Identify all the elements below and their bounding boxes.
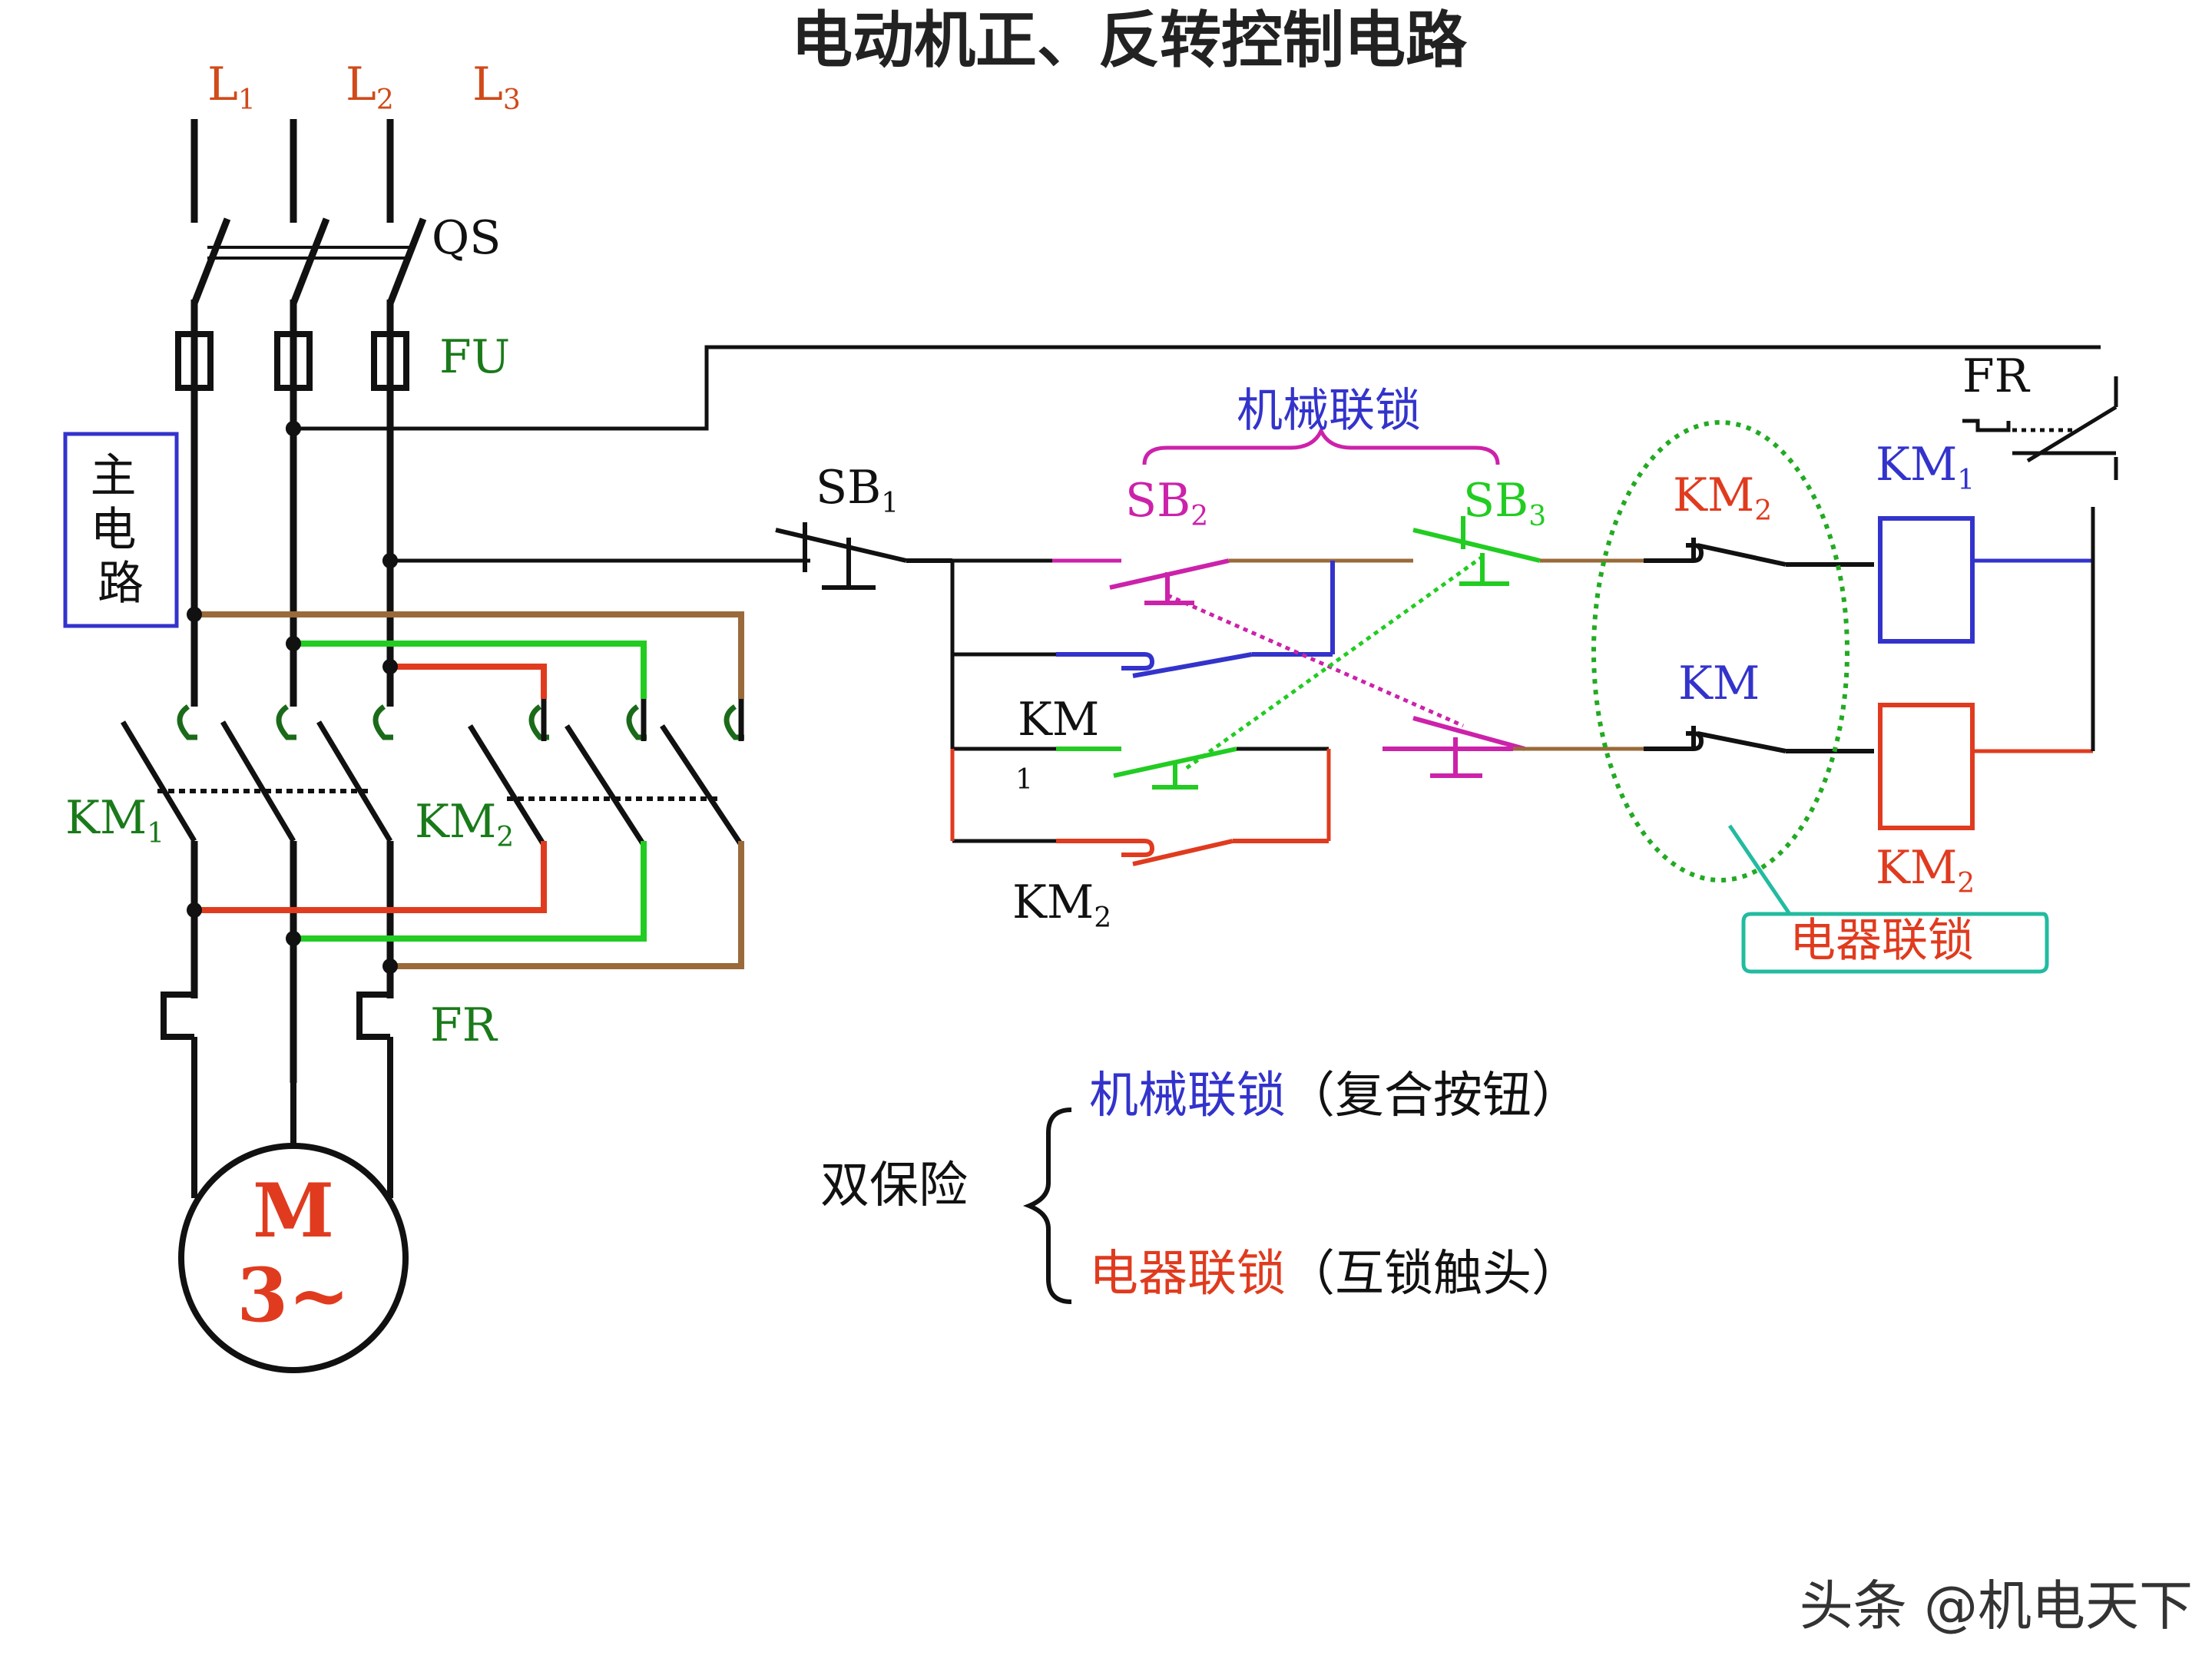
main-circuit: L1 L2 L3 QS FU <box>63 58 744 1373</box>
label-FU: FU <box>439 330 510 384</box>
sb3-reverse-button <box>1412 516 1541 586</box>
watermark: 头条 @机电天下 <box>1800 1574 2193 1637</box>
label-SB3: SB3 <box>1463 474 1546 532</box>
elec-interlock-callout <box>1727 824 2049 974</box>
motor-phase: 3~ <box>237 1252 349 1339</box>
km1-self-hold-contact <box>1056 561 1335 678</box>
label-KM2-interlock: KM2 <box>1673 468 1772 527</box>
label-FR-ctrl: FR <box>1962 349 2031 403</box>
summary: 双保险 机械联锁（复合按钮） 电器联锁（互锁触头） <box>820 1068 1581 1304</box>
motor <box>178 1143 409 1373</box>
elec-interlock-ellipse <box>1591 420 1849 882</box>
label-KM2-coil: KM2 <box>1876 841 1975 899</box>
label-SB1: SB1 <box>816 461 899 519</box>
diagram-title: 电动机正、反转控制电路 <box>791 4 1468 76</box>
label-FR-main: FR <box>430 998 498 1052</box>
km2-reversing-wires <box>194 611 744 699</box>
km1-main-contacts <box>120 720 393 843</box>
label-KM-interlock: KM <box>1678 657 1760 710</box>
label-SB2: SB2 <box>1125 474 1208 532</box>
km1-coil <box>1878 516 1975 644</box>
km2-main-contacts <box>468 699 744 846</box>
km2-coil <box>1878 703 1975 830</box>
label-L2: L2 <box>346 58 394 116</box>
fr-main-elements <box>161 992 393 1198</box>
summary-brace <box>1022 1107 1072 1304</box>
label-mech-interlock: 机械联锁 <box>1237 384 1421 438</box>
control-circuit: SB1 SB2 <box>286 345 2118 974</box>
mech-interlock-brace <box>1142 425 1500 465</box>
incoming-lines <box>190 119 427 330</box>
label-KM1-main: KM1 <box>65 791 164 849</box>
fr-control-contact <box>1962 376 2118 751</box>
label-KM1-coil: KM1 <box>1876 438 1975 496</box>
label-elec-interlock: 电器联锁 <box>1790 914 1974 968</box>
km2-self-hold-contact <box>1056 839 1329 866</box>
summary-line2: 电器联锁（互锁触头） <box>1089 1246 1581 1303</box>
label-L1: L1 <box>207 58 256 116</box>
label-QS: QS <box>432 211 501 265</box>
km-nc-interlock-contact <box>1644 726 1874 753</box>
motor-label: M <box>253 1167 334 1254</box>
summary-lead: 双保险 <box>820 1157 968 1214</box>
main-circuit-label: 主 电 路 <box>90 449 151 611</box>
label-L3: L3 <box>472 58 521 116</box>
main-circuit-box <box>63 432 179 628</box>
summary-line1: 机械联锁（复合按钮） <box>1089 1068 1581 1124</box>
km2-nc-interlock-contact <box>1644 538 1874 567</box>
label-KM2-self: KM2 <box>1012 876 1111 934</box>
label-KM2-main: KM2 <box>415 795 514 853</box>
sb1-stop-button <box>775 522 952 590</box>
